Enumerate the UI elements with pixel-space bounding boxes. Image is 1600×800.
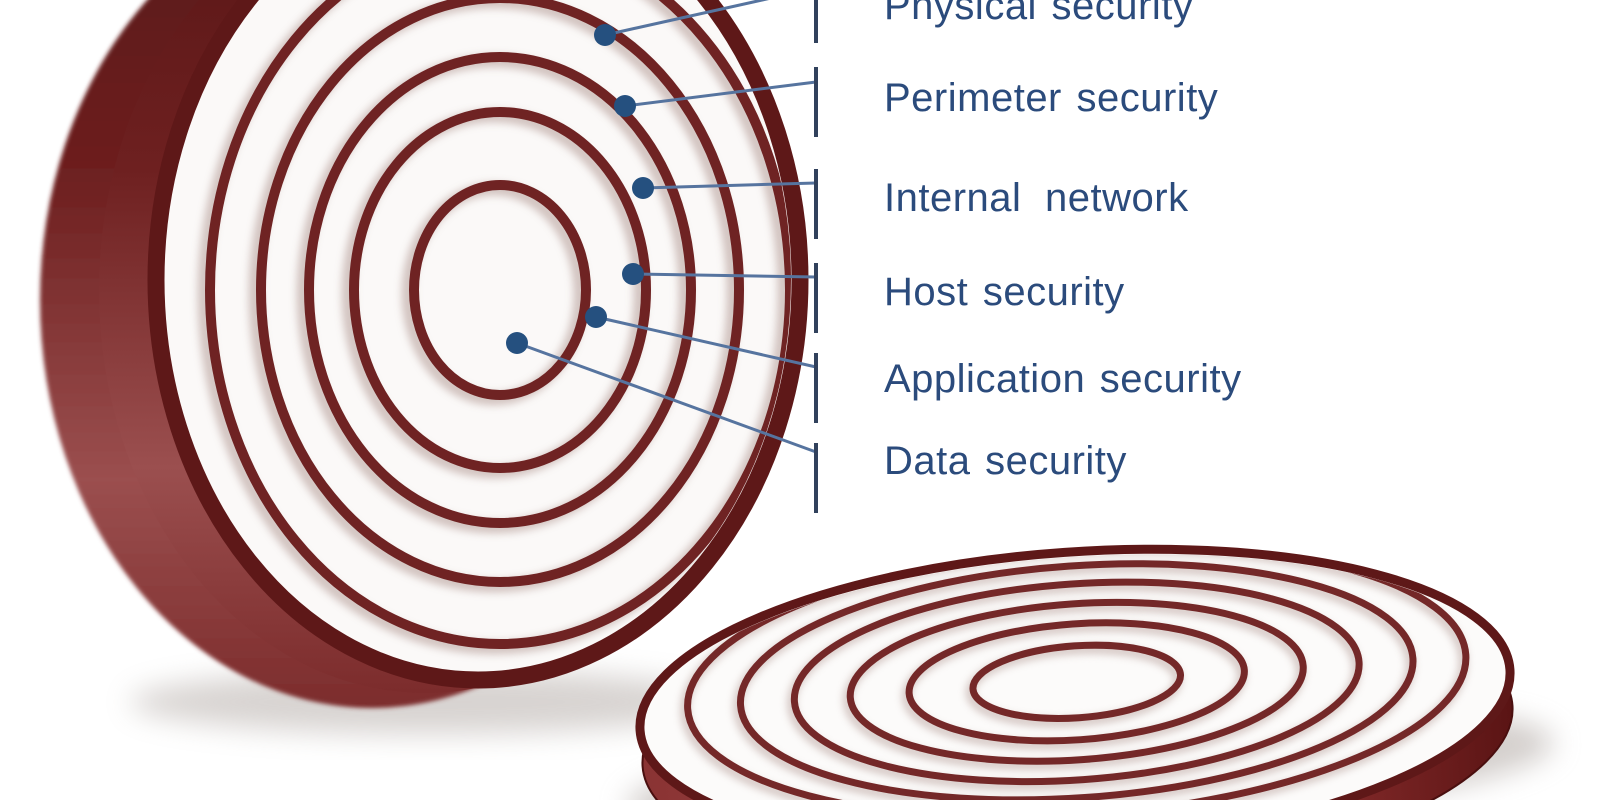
callout-line-data — [516, 341, 817, 454]
flat-onion-ring-5 — [905, 619, 1248, 745]
callout-line-perimeter — [624, 80, 817, 108]
front-onion-ring-1 — [205, 0, 791, 649]
callout-dot-physical — [594, 24, 616, 46]
callout-dot-application — [585, 306, 607, 328]
flat-onion-ring-4 — [846, 598, 1307, 765]
callout-line-internal-network — [642, 181, 817, 190]
front-onion-slice — [40, 0, 809, 734]
callout-dot-host — [622, 263, 644, 285]
front-onion-ring-5 — [409, 180, 591, 400]
front-onion-face — [147, 0, 809, 689]
callout-dot-internal-network — [632, 177, 654, 199]
flat-onion-face — [635, 544, 1515, 800]
flat-onion-ring-6 — [969, 641, 1185, 722]
callout-line-host — [632, 272, 817, 279]
front-onion-ring-3 — [304, 52, 696, 528]
flat-onion-ring-2 — [736, 560, 1417, 800]
callout-dot-perimeter — [614, 95, 636, 117]
flat-onion-slice — [626, 541, 1555, 800]
callout-line-application — [595, 315, 817, 369]
callout-dot-data — [506, 332, 528, 354]
front-onion-ring-2 — [256, 0, 744, 587]
front-onion-ring-4 — [349, 107, 651, 473]
flat-onion-ring-3 — [790, 578, 1363, 786]
callouts — [506, 0, 818, 513]
callout-line-physical — [604, 0, 770, 37]
